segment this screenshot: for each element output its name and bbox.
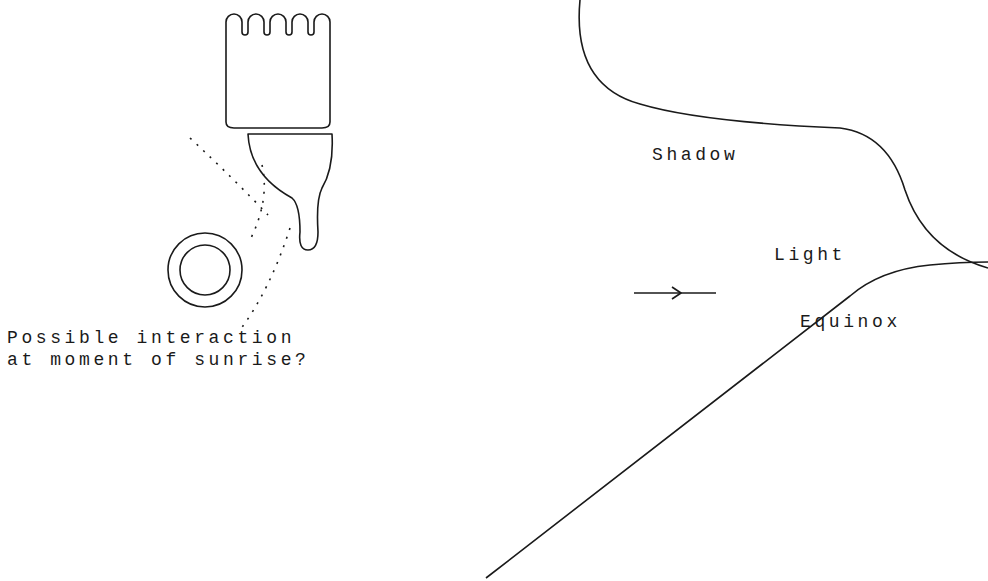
region-label: Equinox: [800, 311, 901, 333]
inner-ring: [180, 245, 230, 295]
dotted-sightline: [250, 165, 264, 240]
region-label: Shadow: [652, 144, 738, 166]
region-label: Light: [774, 244, 846, 266]
dotted-sightline: [240, 228, 290, 330]
equinox-boundary: [486, 262, 988, 578]
outer-ring: [168, 233, 242, 307]
hand-glyph: [226, 14, 330, 128]
direction-arrow-head: [672, 287, 681, 299]
dotted-sightline: [190, 138, 268, 215]
direction-arrow: [634, 292, 716, 294]
cup-glyph: [248, 134, 332, 250]
note: Possible interaction at moment of sunris…: [7, 327, 325, 371]
shadow-boundary: [579, 0, 988, 268]
